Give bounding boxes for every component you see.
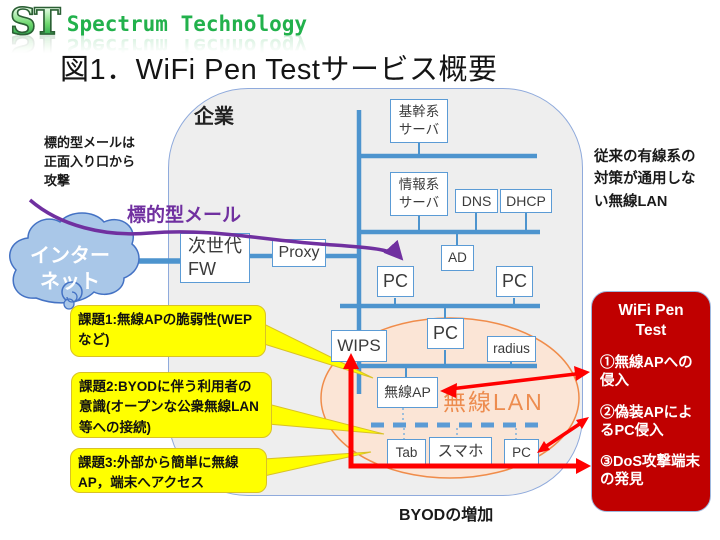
- wireless-ap-node: 無線AP: [377, 377, 438, 408]
- targeted-mail-label: 標的型メール: [127, 205, 242, 226]
- ad-node: AD: [441, 245, 474, 271]
- pen-test-panel: WiFi Pen Test ①無線APへの侵入 ②偽装APによるPC侵入 ③Do…: [591, 291, 711, 512]
- issue-1-callout: 課題1:無線APの脆弱性(WEPなど): [70, 305, 266, 357]
- proxy-node: Proxy: [272, 239, 326, 267]
- dns-node: DNS: [455, 189, 498, 213]
- targeted-mail-note: 標的型メールは正面入り口から攻撃: [44, 135, 136, 188]
- wireless-lan-label: 無線LAN: [443, 389, 544, 415]
- logo: ST Spectrum Technology ST Spectrum Techn…: [9, 1, 308, 70]
- pen-test-item-1: ①無線APへの侵入: [600, 355, 693, 390]
- issue-2-callout: 課題2:BYODに伴う利用者の意識(オープンな公衆無線LAN等への接続): [71, 372, 272, 438]
- page-title: 図1．WiFi Pen Testサービス概要: [60, 54, 498, 86]
- wips-node: WIPS: [331, 330, 387, 362]
- enterprise-label: 企業: [194, 106, 234, 128]
- pc-right-node: PC: [496, 266, 533, 297]
- radius-node: radius: [487, 336, 536, 362]
- pc-byod-node: PC: [504, 439, 539, 468]
- pc-mid-node: PC: [427, 318, 464, 349]
- dhcp-node: DHCP: [500, 189, 552, 213]
- next-gen-firewall-node: 次世代FW: [180, 233, 250, 283]
- pen-test-item-2: ②偽装APによるPC侵入: [600, 404, 693, 439]
- wired-countermeasure-note: 従来の有線系の対策が通用しない無線LAN: [594, 149, 696, 210]
- pc-top-node: PC: [377, 266, 414, 297]
- logo-st-icon: ST: [9, 1, 61, 43]
- pen-test-item-3: ③DoS攻撃端末の発見: [600, 453, 700, 488]
- byod-increase-note: BYODの増加: [399, 507, 494, 524]
- info-server-node: 情報系サーバ: [390, 172, 448, 216]
- internet-node: インターネット: [30, 245, 110, 293]
- logo-company-name: Spectrum Technology: [66, 12, 308, 36]
- pen-test-title: WiFi Pen Test: [618, 302, 684, 340]
- tablet-node: Tab: [387, 439, 426, 468]
- core-server-node: 基幹系サーバ: [390, 99, 448, 143]
- issue-3-callout: 課題3:外部から簡単に無線AP，端末へアクセス: [70, 448, 267, 493]
- smartphone-node: スマホ: [429, 437, 492, 468]
